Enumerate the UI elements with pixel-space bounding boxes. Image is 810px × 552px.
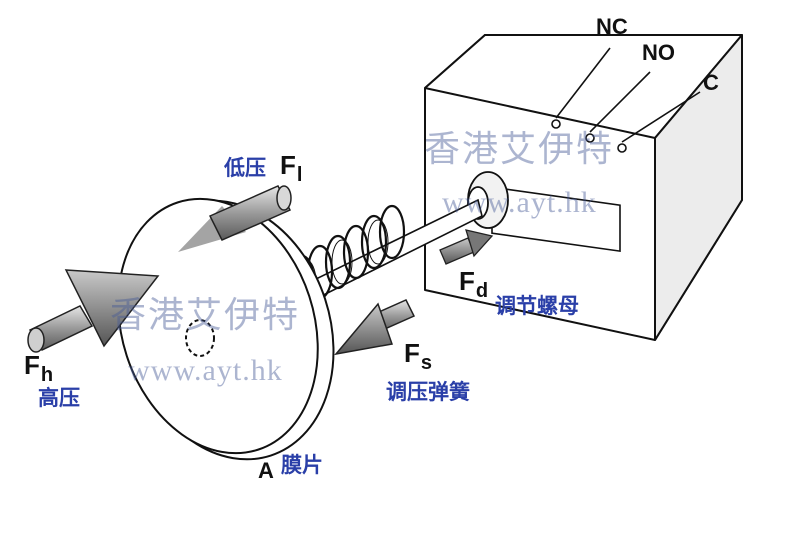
terminal-nc-label: NC	[596, 14, 628, 39]
high-pressure-label: 高压	[38, 386, 80, 410]
low-pressure-arrow	[208, 185, 292, 241]
nut-force-arrow	[439, 229, 494, 265]
force-low-symbol: F	[280, 150, 296, 180]
force-low-subscript: l	[296, 164, 303, 186]
force-nut-symbol: F	[459, 266, 475, 296]
force-low-label: Fl	[280, 152, 302, 185]
force-nut-label: Fd	[459, 268, 488, 301]
diaphragm-label: 膜片	[281, 453, 323, 477]
switch-housing	[424, 34, 743, 341]
watermark-url: www.ayt.hk	[442, 186, 597, 219]
watermark-text: 香港艾伊特	[110, 295, 301, 336]
terminal-no-label: NO	[642, 40, 675, 65]
pressure-spring-label: 调压弹簧	[386, 380, 470, 404]
low-pressure-label: 低压	[224, 156, 266, 180]
force-high-symbol: F	[24, 350, 40, 380]
force-high-subscript: h	[40, 364, 54, 386]
watermark-text: 香港艾伊特	[424, 129, 615, 170]
force-spring-subscript: s	[420, 352, 433, 374]
high-pressure-arrow	[27, 269, 160, 353]
force-high-label: Fh	[24, 352, 53, 385]
force-spring-label: Fs	[404, 340, 432, 373]
spring-force-arrow	[334, 299, 416, 356]
adjusting-nut-label: 调节螺母	[495, 294, 579, 318]
watermark-url: www.ayt.hk	[128, 354, 283, 387]
terminal-c-label: C	[703, 70, 719, 95]
force-nut-subscript: d	[475, 280, 489, 302]
area-label: A	[258, 458, 274, 483]
force-spring-symbol: F	[404, 338, 420, 368]
diaphragm-disk	[117, 197, 335, 461]
